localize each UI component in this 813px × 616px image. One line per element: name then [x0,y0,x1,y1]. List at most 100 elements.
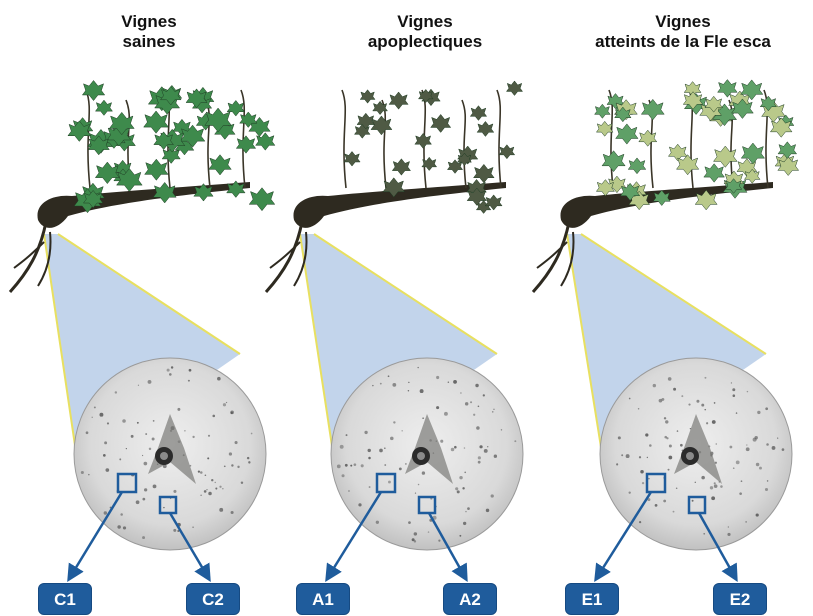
vine-leaf-icon [641,99,664,120]
wood-speck [465,402,468,405]
wood-speck [415,493,416,494]
vine-leaf-icon [344,151,360,166]
wood-speck [204,490,207,493]
vine-leaf-icon [153,182,176,203]
wood-pith-center [686,452,694,460]
wood-speck [224,465,226,467]
wood-speck [92,417,93,418]
vine-leaf-icon [499,145,515,159]
wood-speck [86,431,89,434]
wood-speck [640,470,643,473]
wood-speck [173,490,176,493]
wood-speck [668,456,672,460]
wood-speck [638,408,640,410]
vine-leaf-icon [415,133,432,148]
wood-speck [388,481,391,484]
wood-speck [676,488,678,490]
wood-speck [731,382,732,383]
wood-speck [741,480,743,482]
wood-speck [408,382,409,383]
wood-speck [448,381,449,382]
wood-speck [465,511,466,512]
wood-speck [364,431,367,434]
wood-speck [207,457,209,459]
wood-speck [229,452,232,455]
wood-speck [765,407,768,410]
vine-leaf-icon [209,155,232,175]
wood-speck [739,492,742,495]
wood-speck [464,472,466,474]
wood-speck [144,488,147,491]
sample-tag-a1[interactable]: A1 [296,583,350,615]
vine-leaf-icon [389,92,408,109]
sample-tag-c2[interactable]: C2 [186,583,240,615]
wood-speck [626,454,630,458]
wood-speck [205,474,207,476]
wood-speck [217,377,221,381]
wood-speck [436,376,439,379]
wood-speck [746,444,747,445]
vine-leaf-icon [616,124,638,144]
wood-speck [736,460,740,464]
wood-speck [618,436,621,439]
wood-speck [361,464,364,467]
wood-speck [414,532,417,535]
wood-speck [454,446,457,449]
wood-speck [663,500,666,503]
wood-speck [629,491,631,493]
wood-speck [616,463,618,465]
wood-speck [237,466,239,468]
vine-leaf-icon [392,159,410,175]
wood-speck [392,383,396,387]
wood-speck [142,536,145,539]
wood-speck [639,456,641,458]
wood-speck [457,490,460,493]
wood-speck [368,449,371,452]
wood-speck [104,511,107,514]
wood-speck [408,390,409,391]
wood-speck [492,411,494,413]
wood-speck [231,464,233,466]
wood-speck [188,380,190,382]
wood-speck [766,443,769,446]
wood-speck [730,446,733,449]
wood-speck [716,443,717,444]
wood-speck [192,527,193,528]
wood-speck [420,389,424,393]
panel-title-line2: apoplectiques [295,32,555,52]
wood-speck [704,377,706,379]
wood-speck [167,369,170,372]
wood-speck [745,521,747,523]
vine-panel-1 [10,80,275,579]
wood-speck [467,507,470,510]
wood-speck [198,470,200,472]
wood-speck [414,540,416,542]
wood-speck [372,385,373,386]
wood-speck [153,420,155,422]
wood-speck [388,375,390,377]
wood-speck [212,415,215,418]
wood-speck [478,461,481,464]
wood-speck [376,521,379,524]
sample-tag-c1[interactable]: C1 [38,583,92,615]
vine-leaf-icon [431,114,451,132]
wood-speck [418,367,419,368]
sample-tag-e2[interactable]: E2 [713,583,767,615]
sample-tag-a2[interactable]: A2 [443,583,497,615]
wood-speck [149,448,151,450]
wood-speck [346,434,348,436]
vine-leaf-icon [628,158,646,174]
wood-speck [241,482,243,484]
wood-speck [459,535,461,537]
wood-speck [103,454,106,457]
wood-speck [153,485,157,489]
wood-speck [756,463,759,466]
sample-tag-e1[interactable]: E1 [565,583,619,615]
wood-speck [747,391,748,392]
wood-speck [251,433,253,435]
wood-speck [399,467,402,470]
wood-speck [384,464,386,466]
vine-leaf-icon [595,104,611,118]
